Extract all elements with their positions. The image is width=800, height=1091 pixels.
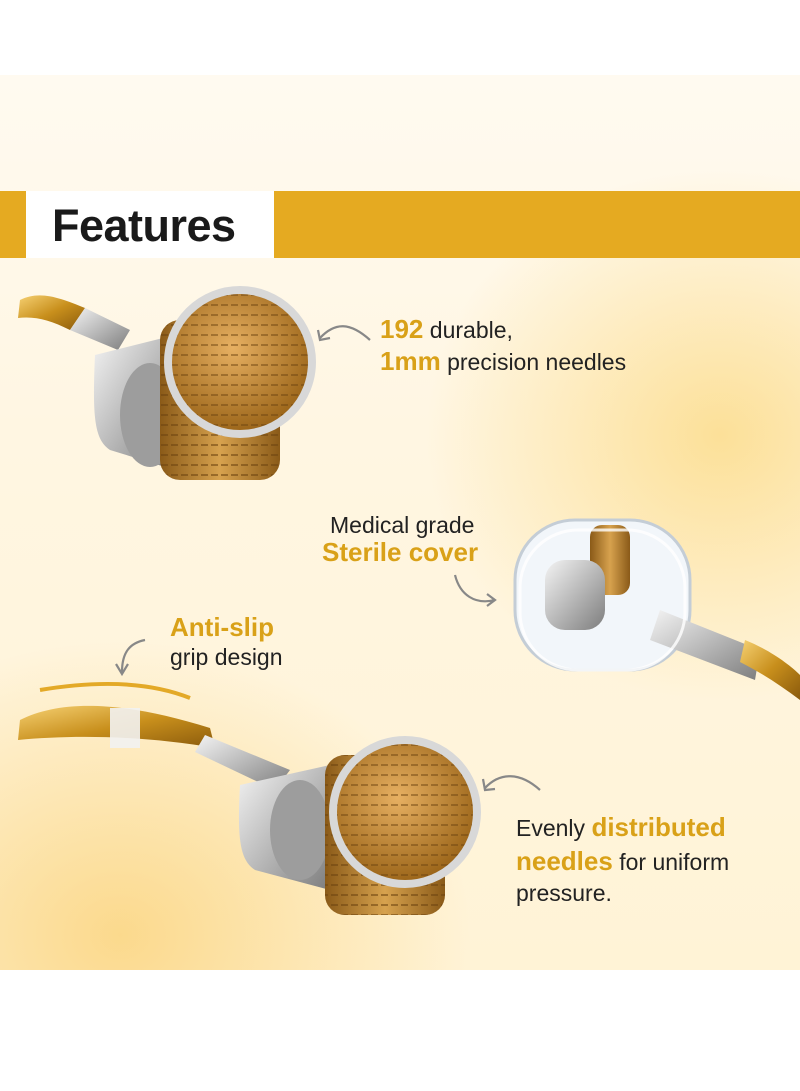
feature-distribution-line2: needles for uniform (516, 846, 730, 876)
title-box (26, 191, 274, 258)
feature-needles-line1: 192 durable, (380, 314, 513, 344)
feature-grip-line2: grip design (170, 644, 283, 670)
feature-distribution-line3: pressure. (516, 880, 612, 906)
feature-grip-line1: Anti-slip (170, 612, 274, 642)
feature-distribution-line1: Evenly distributed (516, 812, 726, 842)
roller-grip-image (18, 681, 481, 915)
page-title: Features (52, 200, 236, 251)
sterile-cover-image (513, 518, 800, 700)
feature-cover-line1: Medical grade (330, 512, 475, 538)
derma-roller-image (18, 286, 316, 480)
feature-needles-line2: 1mm precision needles (380, 346, 627, 376)
curved-arrow-icon (319, 325, 371, 341)
feature-cover-line2: Sterile cover (322, 537, 479, 567)
